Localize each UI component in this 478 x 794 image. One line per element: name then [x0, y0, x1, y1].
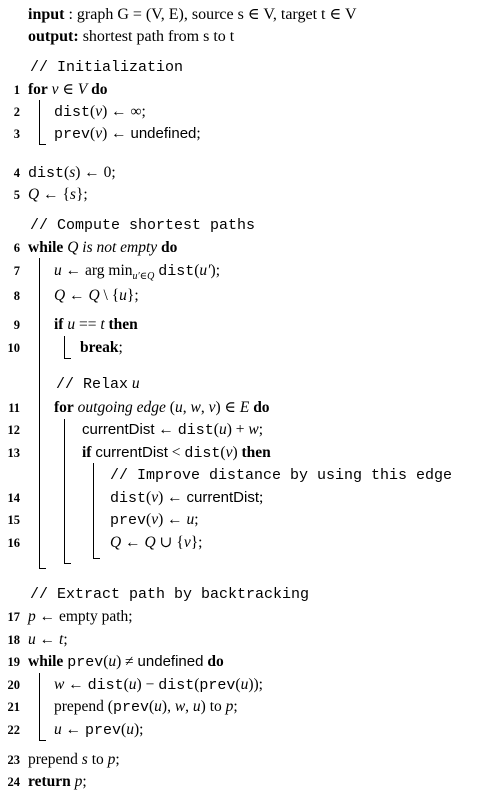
line-number: 4	[13, 166, 20, 180]
line-number: 2	[13, 105, 20, 119]
line-number: 16	[7, 536, 21, 550]
line-number: 1	[13, 83, 20, 97]
line-number: 5	[13, 188, 20, 202]
line-number: 15	[7, 513, 21, 527]
block-end-while-backtrack	[39, 740, 46, 741]
input-text: : graph G = (V, E), source s ∈ V, target…	[68, 6, 357, 23]
algorithm-line-23: prepend s to p;	[28, 751, 120, 768]
line-number: 3	[13, 127, 20, 141]
comment-relax: // Relax u	[56, 374, 140, 395]
algorithm-line-12: currentDist ← dist(u) + w;	[82, 421, 264, 439]
algorithm-line-14: dist(v) ← currentDist;	[110, 489, 264, 507]
comment-initialization: // Initialization	[30, 59, 184, 76]
line-number: 19	[7, 655, 21, 669]
algorithm-line-22: u ← prev(u);	[54, 721, 144, 739]
line-number: 21	[7, 700, 21, 714]
algorithm-line-10: break;	[80, 339, 123, 356]
line-number: 23	[7, 753, 21, 767]
input-label: input	[28, 6, 65, 23]
algorithm-line-13: if currentDist < dist(v) then	[82, 444, 271, 462]
algorithm-line-11: for outgoing edge (u, w, v) ∈ E do	[54, 399, 270, 416]
line-number: 9	[13, 318, 20, 332]
algorithm-line-6: while Q is not empty do	[28, 239, 178, 256]
block-end-if-break	[64, 358, 71, 359]
block-bar-while	[39, 258, 40, 568]
output-line: output: shortest path from s to t	[28, 27, 234, 47]
algorithm-line-21: prepend (prev(u), w, u) to p;	[54, 698, 238, 716]
line-number: 8	[13, 289, 20, 303]
line-number: 11	[8, 401, 20, 415]
algorithm-line-17: p ← empty path;	[28, 608, 133, 625]
block-end-for-init	[39, 144, 46, 145]
block-bar-for-init	[39, 100, 40, 144]
algorithm-line-16: Q ← Q ∪ {v};	[110, 534, 203, 551]
comment-improve: // Improve distance by using this edge	[110, 467, 453, 484]
algorithm-line-24: return p;	[28, 773, 87, 790]
block-bar-if-break	[64, 336, 65, 358]
algorithm-line-15: prev(v) ← u;	[110, 511, 199, 529]
comment-extract: // Extract path by backtracking	[30, 586, 310, 603]
input-line: input : graph G = (V, E), source s ∈ V, …	[28, 5, 357, 25]
comment-compute: // Compute shortest paths	[30, 217, 256, 234]
algorithm-line-19: while prev(u) ≠ undefined do	[28, 653, 224, 671]
algorithm-line-7: u ← arg minu′∈Q dist(u′);	[54, 262, 220, 283]
output-text: shortest path from s to t	[82, 28, 235, 45]
line-number: 14	[7, 491, 21, 505]
line-number: 10	[7, 341, 21, 355]
line-number: 22	[7, 723, 21, 737]
line-number: 20	[7, 678, 21, 692]
algorithm-line-3: prev(v) ← undefined;	[54, 125, 201, 143]
block-bar-if-improve	[93, 463, 94, 558]
block-end-if-improve	[93, 558, 100, 559]
algorithm-line-8: Q ← Q \ {u};	[54, 287, 139, 304]
line-number: 24	[7, 775, 21, 789]
algorithm-line-1: for v ∈ V do	[28, 81, 108, 98]
algorithm-line-9: if u == t then	[54, 316, 138, 333]
block-end-for-edge	[64, 563, 71, 564]
comment-relax-var: u	[131, 375, 140, 392]
algorithm-line-4: dist(s) ← 0;	[28, 164, 116, 182]
line-number: 17	[7, 610, 21, 624]
algorithm-line-18: u ← t;	[28, 631, 68, 648]
line-number: 13	[7, 446, 21, 460]
algorithm-line-5: Q ← {s};	[28, 186, 88, 203]
output-label: output:	[28, 28, 79, 45]
algorithm-line-20: w ← dist(u) − dist(prev(u));	[54, 676, 263, 694]
block-bar-for-edge	[64, 419, 65, 563]
line-number: 12	[7, 423, 21, 437]
line-number: 7	[13, 264, 20, 278]
comment-relax-prefix: // Relax	[56, 376, 129, 393]
algorithm-line-2: dist(v) ← ∞;	[54, 103, 146, 121]
block-bar-while-backtrack	[39, 673, 40, 740]
line-number: 6	[13, 241, 20, 255]
line-number: 18	[7, 633, 21, 647]
block-end-while	[39, 568, 46, 569]
